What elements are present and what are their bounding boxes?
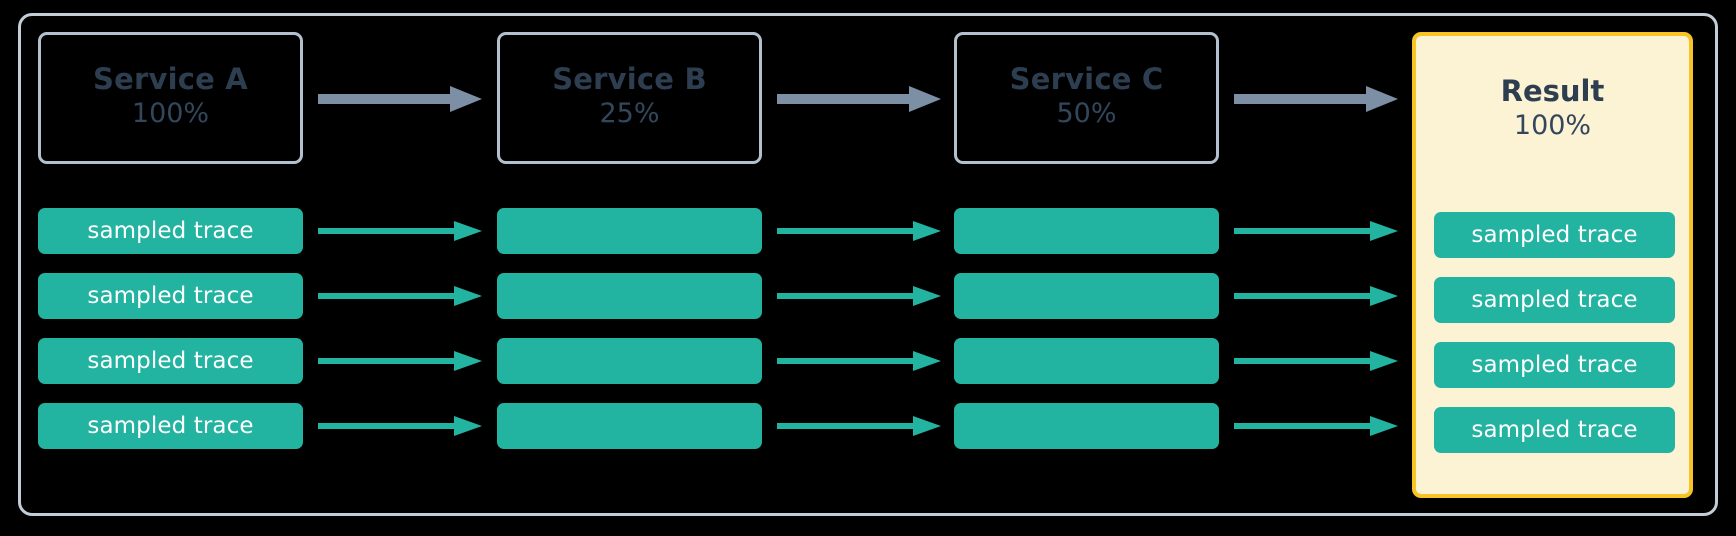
service-a-name: Service A bbox=[93, 61, 248, 96]
header-arrow-c-to-result bbox=[1234, 86, 1398, 112]
row2-trace-bar-service-c[interactable] bbox=[954, 273, 1219, 319]
row3-arrow-a-to-b bbox=[318, 351, 482, 371]
result-header: Result 100% bbox=[1416, 36, 1689, 184]
row4-trace-bar-service-a[interactable]: sampled trace bbox=[38, 403, 303, 449]
result-trace-bar-4[interactable]: sampled trace bbox=[1434, 407, 1675, 453]
row3-trace-bar-service-c[interactable] bbox=[954, 338, 1219, 384]
result-trace-bar-1[interactable]: sampled trace bbox=[1434, 212, 1675, 258]
header-arrow-a-to-b bbox=[318, 86, 482, 112]
row4-trace-bar-service-b[interactable] bbox=[497, 403, 762, 449]
service-b-percent: 25% bbox=[599, 97, 660, 129]
service-c-name: Service C bbox=[1009, 61, 1164, 96]
row1-trace-bar-service-c[interactable] bbox=[954, 208, 1219, 254]
row4-arrow-a-to-b bbox=[318, 416, 482, 436]
service-box-service-a[interactable]: Service A 100% bbox=[38, 32, 303, 164]
row1-trace-bar-service-a[interactable]: sampled trace bbox=[38, 208, 303, 254]
result-name: Result bbox=[1500, 73, 1605, 108]
row1-arrow-a-to-b bbox=[318, 221, 482, 241]
service-a-percent: 100% bbox=[131, 97, 210, 129]
row4-trace-bar-service-c[interactable] bbox=[954, 403, 1219, 449]
row2-arrow-b-to-c bbox=[777, 286, 941, 306]
result-percent: 100% bbox=[1513, 109, 1592, 141]
row2-trace-bar-service-a[interactable]: sampled trace bbox=[38, 273, 303, 319]
row2-trace-bar-service-b[interactable] bbox=[497, 273, 762, 319]
result-panel[interactable]: Result 100% sampled trace sampled trace … bbox=[1412, 32, 1693, 498]
header-arrow-b-to-c bbox=[777, 86, 941, 112]
service-b-name: Service B bbox=[552, 61, 707, 96]
service-box-service-b[interactable]: Service B 25% bbox=[497, 32, 762, 164]
service-c-percent: 50% bbox=[1056, 97, 1117, 129]
result-trace-bar-3[interactable]: sampled trace bbox=[1434, 342, 1675, 388]
service-box-service-c[interactable]: Service C 50% bbox=[954, 32, 1219, 164]
row2-arrow-a-to-b bbox=[318, 286, 482, 306]
row3-arrow-c-to-result bbox=[1234, 351, 1398, 371]
row3-arrow-b-to-c bbox=[777, 351, 941, 371]
result-trace-bar-2[interactable]: sampled trace bbox=[1434, 277, 1675, 323]
row3-trace-bar-service-a[interactable]: sampled trace bbox=[38, 338, 303, 384]
row1-trace-bar-service-b[interactable] bbox=[497, 208, 762, 254]
row1-arrow-c-to-result bbox=[1234, 221, 1398, 241]
row1-arrow-b-to-c bbox=[777, 221, 941, 241]
row2-arrow-c-to-result bbox=[1234, 286, 1398, 306]
diagram-outer-frame bbox=[18, 13, 1718, 516]
row4-arrow-b-to-c bbox=[777, 416, 941, 436]
row3-trace-bar-service-b[interactable] bbox=[497, 338, 762, 384]
row4-arrow-c-to-result bbox=[1234, 416, 1398, 436]
